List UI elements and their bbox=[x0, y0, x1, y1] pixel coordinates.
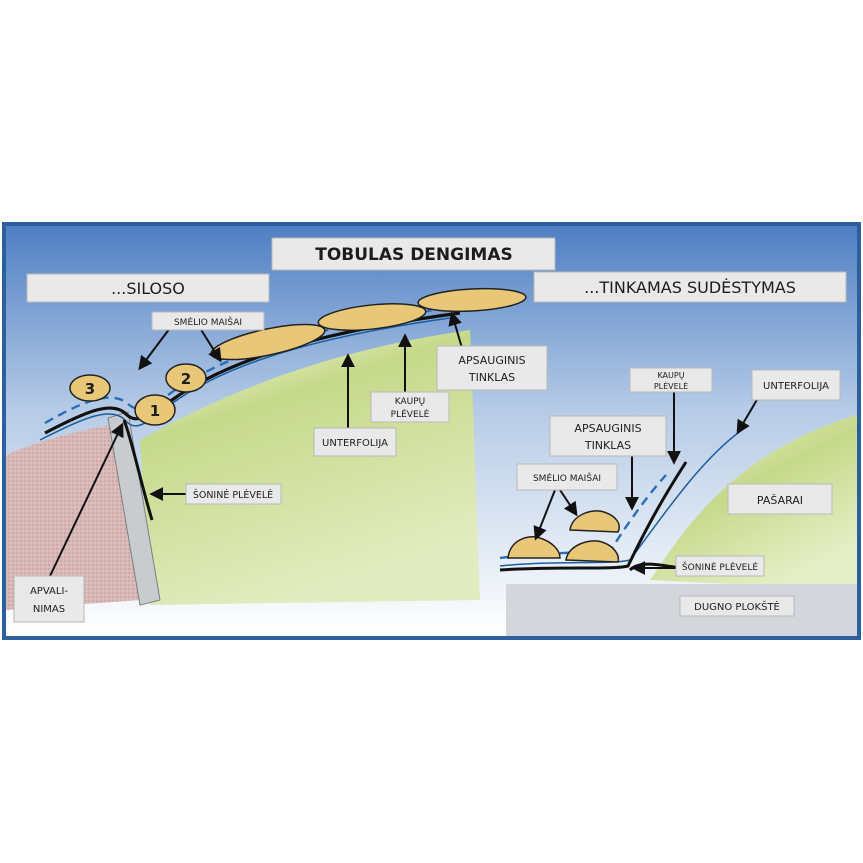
left-panel-heading: ...SILOSO bbox=[111, 279, 185, 298]
right-panel-heading: ...TINKAMAS SUDĖSTYMAS bbox=[584, 278, 796, 297]
sand-bag-r2 bbox=[565, 540, 620, 563]
label-pile-film-left-1: KAUPŲ bbox=[395, 397, 426, 407]
label-side-film-right: ŠONINĖ PLĖVELĖ bbox=[682, 561, 758, 573]
label-protective-net-left-2: TINKLAS bbox=[468, 371, 515, 384]
bag-number-3: 3 bbox=[85, 380, 95, 398]
label-sand-bags-right: SMĖLIO MAIŠAI bbox=[533, 472, 601, 484]
sand-bag-r3 bbox=[569, 510, 620, 533]
label-sand-bags-left: SMĖLIO MAIŠAI bbox=[174, 316, 242, 328]
side-film-left bbox=[122, 419, 154, 521]
sand-bag-3 bbox=[69, 374, 111, 402]
sand-bag-1 bbox=[134, 394, 176, 426]
label-fodder: PAŠARAI bbox=[757, 494, 803, 507]
label-pile-film-left-2: PLĖVELĖ bbox=[391, 409, 430, 420]
bag-number-1: 1 bbox=[150, 402, 160, 420]
silo-wall bbox=[107, 411, 161, 606]
label-bottom-plate: DUGNO PLOKŠTĖ bbox=[694, 600, 780, 613]
label-protective-net-right-2: TINKLAS bbox=[584, 439, 631, 452]
label-rounding-1: APVALI- bbox=[30, 586, 68, 597]
sand-bag-2 bbox=[165, 363, 207, 393]
ground-soil bbox=[6, 425, 140, 610]
label-underfoil-right: UNTERFOLIJA bbox=[763, 381, 829, 392]
label-protective-net-right-1: APSAUGINIS bbox=[574, 422, 641, 435]
label-pile-film-right-2: PLĖVELĖ bbox=[654, 381, 688, 391]
label-pile-film-right-1: KAUPŲ bbox=[657, 371, 684, 380]
label-underfoil-left: UNTERFOLIJA bbox=[322, 438, 388, 449]
bag-number-2: 2 bbox=[181, 370, 191, 388]
arrows bbox=[49, 311, 759, 577]
label-rounding-2: NIMAS bbox=[33, 604, 65, 615]
label-protective-net-left-1: APSAUGINIS bbox=[458, 354, 525, 367]
title-box: TOBULAS DENGIMAS bbox=[271, 237, 556, 271]
diagram-title: TOBULAS DENGIMAS bbox=[315, 245, 513, 265]
label-side-film-left: ŠONINĖ PLĖVELĖ bbox=[193, 489, 273, 501]
